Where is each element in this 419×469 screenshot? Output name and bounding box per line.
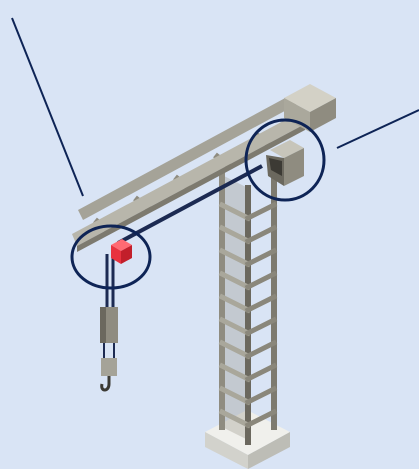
- jib: [72, 90, 305, 252]
- mast-rung: [244, 293, 278, 314]
- hoist-assembly: [100, 254, 118, 392]
- mast-rung: [218, 362, 252, 383]
- mast-rung: [218, 385, 252, 406]
- hook-icon: [100, 376, 111, 392]
- mast-rung: [244, 316, 278, 337]
- mast-rung: [244, 270, 278, 291]
- operator-cab: [266, 140, 304, 186]
- mast-rung: [218, 224, 252, 245]
- trolley-callout-circle: [70, 224, 152, 290]
- callout-lines: [11, 17, 419, 197]
- tower-mast: [218, 172, 278, 445]
- mast-rung: [218, 293, 252, 314]
- mast-rung: [218, 201, 252, 222]
- mast-rung: [244, 201, 278, 222]
- mast-rung: [244, 408, 278, 429]
- mast-rung: [218, 247, 252, 268]
- trolley: [111, 239, 132, 264]
- mast-rung: [218, 339, 252, 360]
- jib-callout-line: [11, 17, 84, 197]
- mast-rung: [218, 270, 252, 291]
- mast-rung: [244, 224, 278, 245]
- mast-rung: [218, 316, 252, 337]
- mast-rung: [244, 362, 278, 383]
- mast-rung: [244, 247, 278, 268]
- mast-rung: [218, 408, 252, 429]
- callout-circles: [70, 118, 326, 290]
- mast-rung: [244, 385, 278, 406]
- cab-callout-circle: [244, 118, 326, 202]
- cab-callout-line: [336, 109, 419, 149]
- mast-rung: [244, 339, 278, 360]
